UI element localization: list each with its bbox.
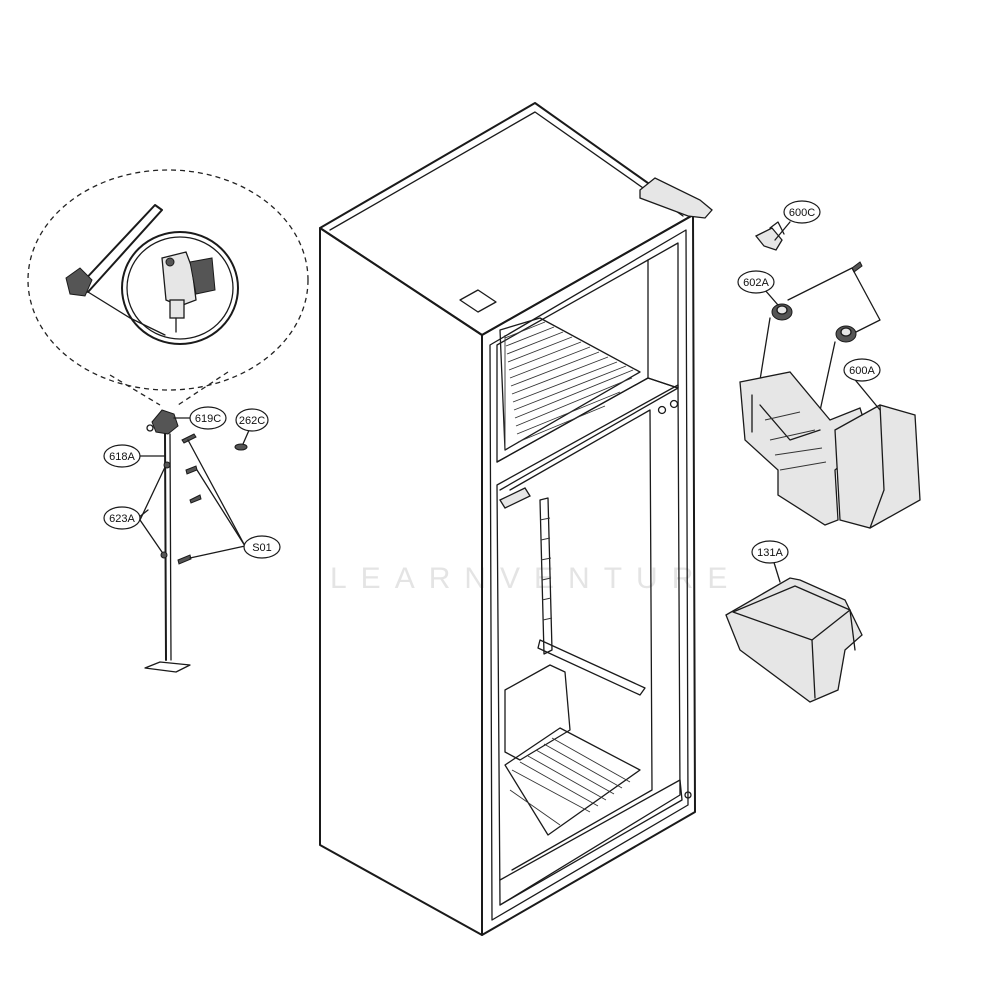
leader-lines bbox=[137, 221, 881, 583]
svg-text:600A: 600A bbox=[849, 365, 875, 377]
svg-text:623A: 623A bbox=[109, 513, 135, 525]
ice-maker bbox=[739, 371, 871, 526]
refrigerator-cabinet bbox=[319, 102, 713, 936]
svg-text:618A: 618A bbox=[109, 451, 135, 463]
callout-600c: 600C bbox=[783, 200, 821, 224]
svg-text:S01: S01 bbox=[252, 542, 272, 554]
callout-600a: 600A bbox=[843, 358, 881, 382]
svg-text:619C: 619C bbox=[195, 413, 221, 425]
top-hinge bbox=[639, 177, 713, 219]
fresh-food-wire-shelf bbox=[504, 727, 641, 836]
callout-623a: 623A bbox=[103, 506, 141, 530]
watermark: LEARNVENTURE bbox=[330, 562, 741, 595]
ice-bin bbox=[725, 577, 863, 703]
callout-618a: 618A bbox=[103, 444, 141, 468]
callout-s01: S01 bbox=[243, 535, 281, 559]
svg-text:602A: 602A bbox=[743, 277, 769, 289]
water-supply-line bbox=[139, 409, 248, 673]
svg-text:131A: 131A bbox=[757, 547, 783, 559]
freezer-wire-shelf bbox=[499, 317, 641, 451]
water-valve-detail bbox=[27, 169, 309, 406]
ice-maker-parts bbox=[725, 221, 921, 703]
callout-262c: 262C bbox=[235, 408, 269, 432]
svg-text:262C: 262C bbox=[239, 415, 265, 427]
svg-text:600C: 600C bbox=[789, 207, 815, 219]
callout-619c: 619C bbox=[189, 406, 227, 430]
callout-602a: 602A bbox=[737, 270, 775, 294]
callout-131a: 131A bbox=[751, 540, 789, 564]
